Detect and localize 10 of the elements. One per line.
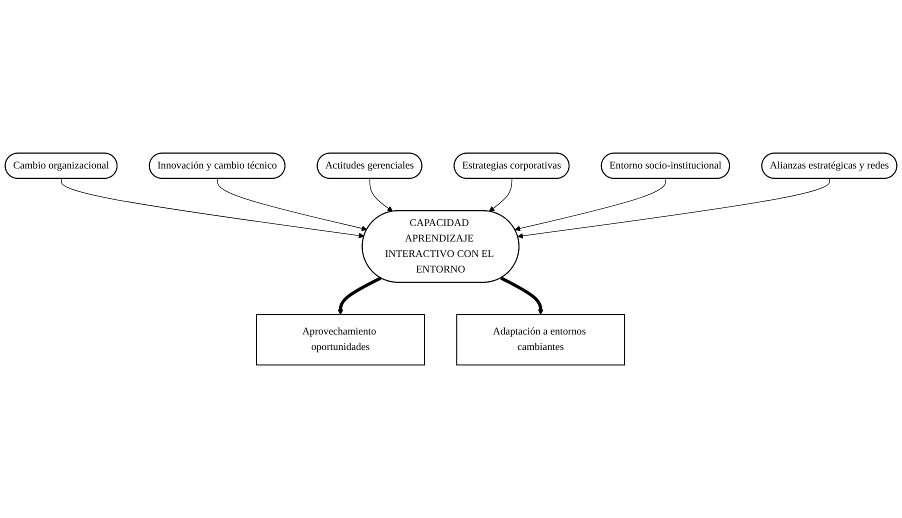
arrow (217, 178, 368, 232)
arrow (61, 178, 364, 238)
arrow (369, 178, 393, 212)
arrow (500, 276, 544, 315)
arrow (488, 178, 512, 212)
arrow (514, 178, 666, 232)
node-box: Adaptación a entornos cambiantes (456, 314, 626, 366)
arrow (518, 178, 830, 239)
node-box: Aprovechamiento oportunidades (256, 314, 425, 366)
arrow (338, 276, 382, 315)
